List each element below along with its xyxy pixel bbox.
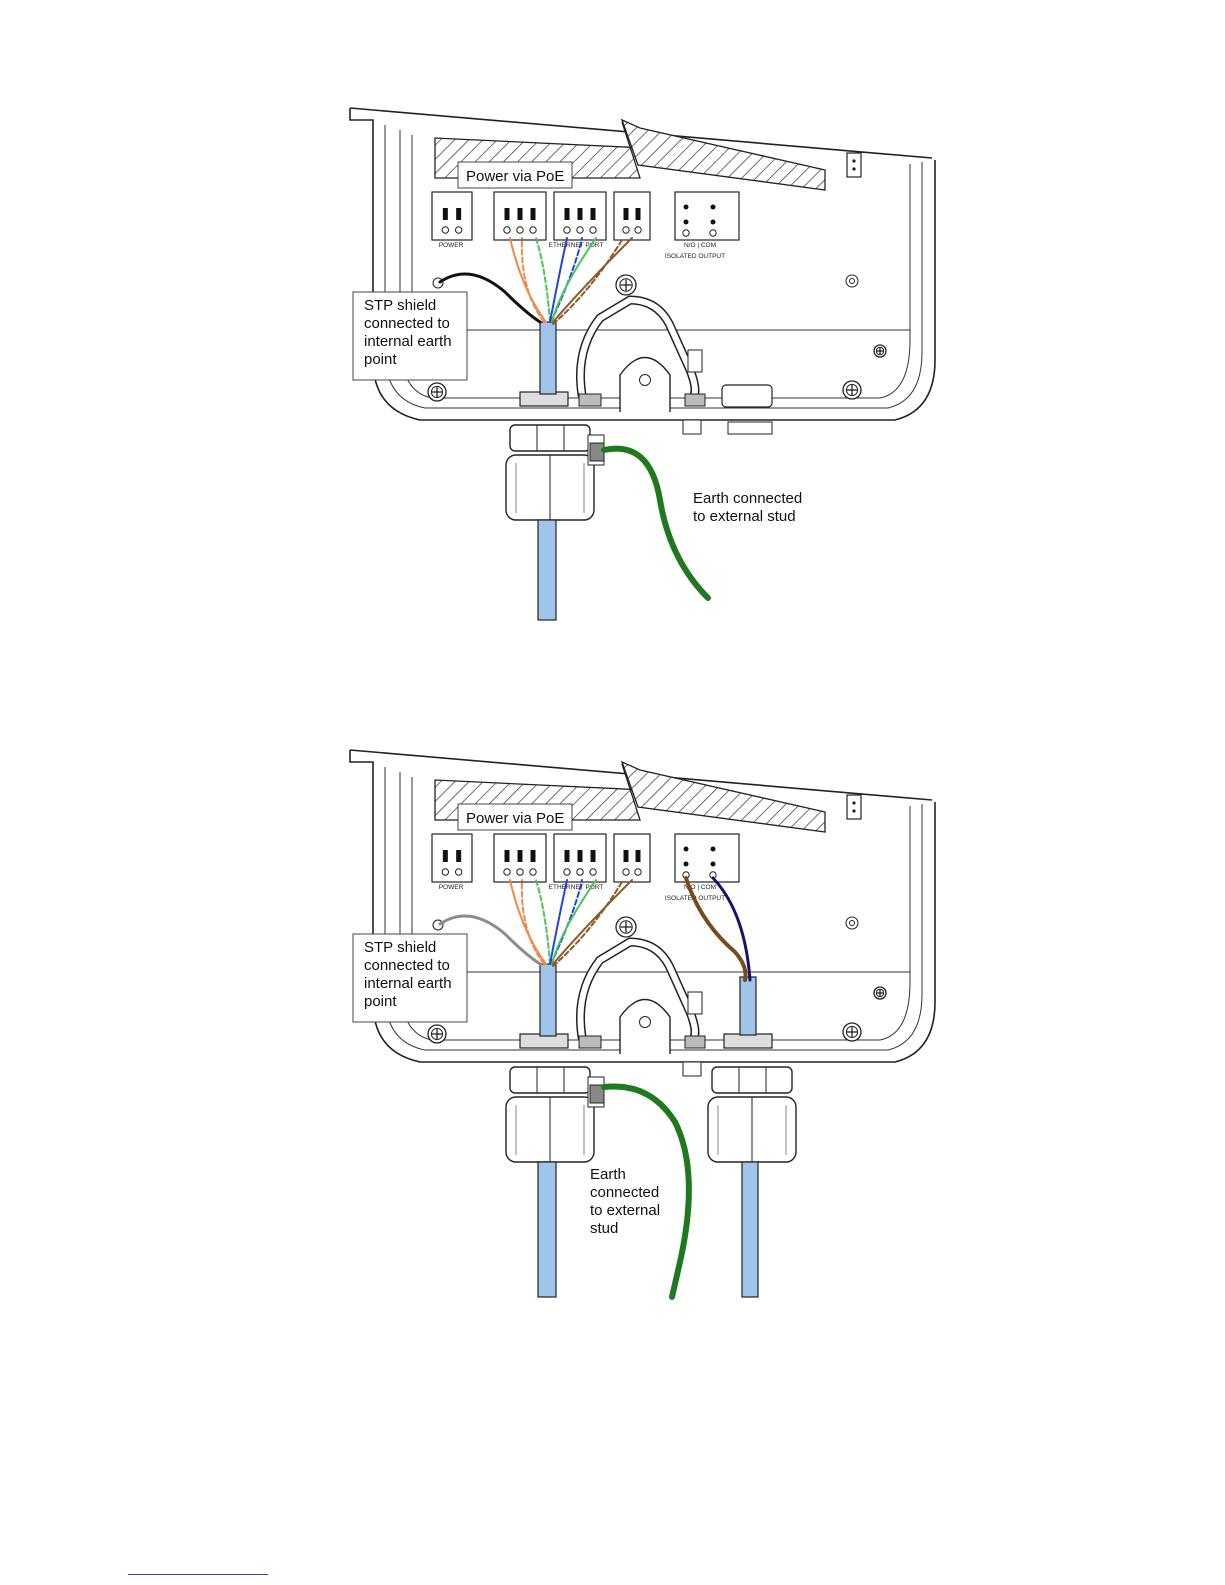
vent-plug [683, 420, 701, 434]
terminal-pin-icon [684, 205, 689, 210]
callout-earth-line: Earth [590, 1166, 626, 1183]
callout-earth-line: to external stud [693, 508, 796, 525]
corner-screw-icon [428, 1025, 446, 1043]
power-terminal-block [432, 834, 472, 882]
terminal-pin-icon [684, 847, 689, 852]
screw-icon [874, 987, 886, 999]
ethernet-terminal-block-b [554, 834, 606, 882]
corner-screw-icon [843, 1023, 861, 1041]
power-terminal-label: POWER [439, 242, 464, 249]
ethernet-terminal-label: ETHERNET PORT [549, 242, 604, 249]
wire-orange [510, 880, 546, 964]
bracket-clip [688, 992, 702, 1014]
latch-icon [847, 795, 861, 819]
footer-link-underline [128, 1574, 268, 1575]
earth-stud-hole-icon [640, 1017, 651, 1028]
callout-stp-line: internal earth [364, 333, 452, 350]
terminal-pin-icon [711, 862, 716, 867]
hatched-lid-right [622, 762, 825, 832]
figure-top: POWER ETHERNET PORT N/O | COM ISOLATED OUTP… [350, 108, 935, 620]
ethernet-terminal-block-b [554, 192, 606, 240]
terminal-screw-icon [683, 230, 689, 236]
standoff-icon [846, 917, 858, 929]
terminal-pin-icon [684, 862, 689, 867]
latch-icon [847, 153, 861, 177]
screw-icon [874, 345, 886, 357]
callout-earth-line: stud [590, 1220, 618, 1237]
latch-dot-icon [852, 167, 855, 170]
bracket-nut [685, 1036, 705, 1048]
callout-stp-line: point [364, 351, 397, 368]
corner-screw-icon [428, 383, 446, 401]
corner-screw-icon [843, 381, 861, 399]
output-cable-external [742, 1162, 758, 1297]
isolated-output-terminal-block [675, 834, 739, 882]
ethernet-terminal-label: ETHERNET PORT [549, 884, 604, 891]
bracket-clip [688, 350, 702, 372]
wire-orange [510, 238, 546, 322]
ethernet-terminal-block-a [494, 834, 546, 882]
callout-power-text: Power via PoE [466, 168, 564, 185]
terminal-pin-icon [711, 220, 716, 225]
earth-bracket-screw-icon [616, 917, 636, 937]
hatched-lid-right [622, 120, 825, 190]
terminal-screw-icon [710, 230, 716, 236]
terminal-pin-icon [684, 220, 689, 225]
callout-stp-line: point [364, 993, 397, 1010]
callout-stp-line: internal earth [364, 975, 452, 992]
callout-stp-line: STP shield [364, 939, 436, 956]
stp-cable-external [538, 520, 556, 620]
cable-gland-output [708, 1067, 796, 1162]
callout-earth-line: connected [590, 1184, 659, 1201]
cable-gland-stp [506, 425, 594, 520]
callout-stp-line: connected to [364, 957, 450, 974]
latch-dot-icon [852, 159, 855, 162]
cable-entry-seat [724, 1034, 772, 1048]
isolated-output-label: ISOLATED OUTPUT [665, 253, 725, 260]
terminal-pin-icon [711, 847, 716, 852]
callout-power-text: Power via PoE [466, 810, 564, 827]
blanking-plug-base [728, 422, 772, 434]
stp-cable-internal [540, 322, 556, 394]
aux-terminal-block [614, 192, 650, 240]
blanking-plug [722, 385, 772, 407]
latch-dot-icon [852, 801, 855, 804]
output-terms-label: N/O | COM [684, 242, 716, 249]
bracket-nut [685, 394, 705, 406]
power-terminal-block [432, 192, 472, 240]
callout-earth-line: Earth connected [693, 490, 802, 507]
bracket-nut [579, 1036, 601, 1048]
aux-terminal-block [614, 834, 650, 882]
power-terminal-label: POWER [439, 884, 464, 891]
earth-stud-hole-icon [640, 375, 651, 386]
cable-gland-stp [506, 1067, 594, 1162]
earth-bracket-screw-icon [616, 275, 636, 295]
stp-cable-external [538, 1162, 556, 1297]
callout-earth-line: to external [590, 1202, 660, 1219]
standoff-icon [846, 275, 858, 287]
ethernet-terminal-block-a [494, 192, 546, 240]
stp-cable-internal [540, 964, 556, 1036]
vent-plug [683, 1062, 701, 1076]
terminal-pin-icon [711, 205, 716, 210]
callout-stp-line: connected to [364, 315, 450, 332]
output-wire-brown [686, 878, 746, 980]
bracket-nut [579, 394, 601, 406]
output-cable-internal [740, 977, 756, 1035]
isolated-output-terminal-block [675, 192, 739, 240]
callout-stp-line: STP shield [364, 297, 436, 314]
latch-dot-icon [852, 809, 855, 812]
